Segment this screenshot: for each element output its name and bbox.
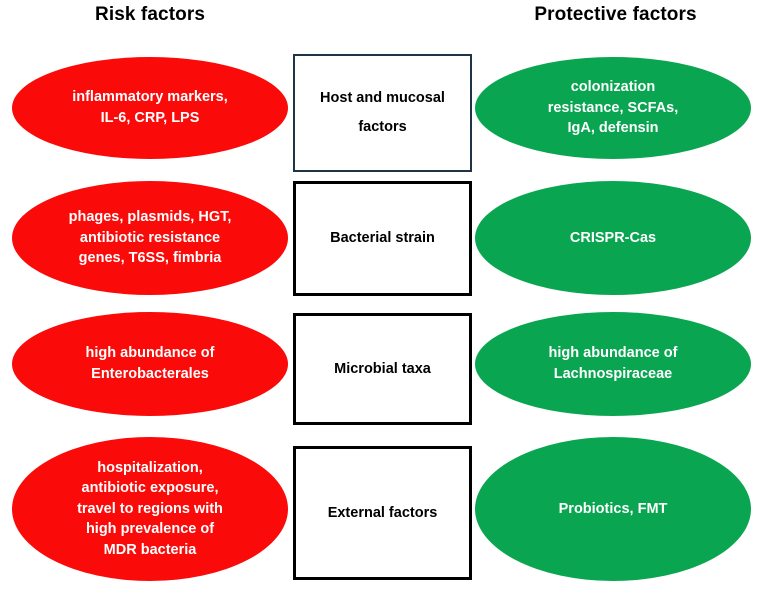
- risk-ellipse-row-3: high abundance of Enterobacterales: [12, 312, 288, 416]
- category-box-microbial-taxa: Microbial taxa: [293, 313, 472, 425]
- protective-ellipse-row-4: Probiotics, FMT: [475, 437, 751, 581]
- protective-ellipse-row-2: CRISPR-Cas: [475, 181, 751, 295]
- protective-ellipse-row-3: high abundance of Lachnospiraceae: [475, 312, 751, 416]
- risk-ellipse-row-1: inflammatory markers, IL-6, CRP, LPS: [12, 57, 288, 159]
- protective-ellipse-row-1-label: colonization resistance, SCFAs, IgA, def…: [547, 79, 679, 137]
- category-box-bacterial-strain: Bacterial strain: [293, 181, 472, 296]
- category-box-row-2-label: Bacterial strain: [330, 230, 435, 246]
- category-box-row-4-label: External factors: [327, 504, 438, 521]
- risk-ellipse-row-1-label: inflammatory markers, IL-6, CRP, LPS: [72, 89, 228, 126]
- risk-ellipse-row-4-label: hospitalization, antibiotic exposure, tr…: [77, 459, 223, 558]
- column-header-protective-factors: Protective factors: [534, 4, 697, 25]
- column-header-risk-factors: Risk factors: [95, 4, 205, 25]
- category-box-host-and-mucosal-factors: Host and mucosal factors: [293, 54, 472, 172]
- protective-ellipse-row-2-label: CRISPR-Cas: [569, 229, 657, 246]
- category-box-row-1-label: Host and mucosal factors: [320, 90, 445, 135]
- protective-ellipse-row-4-label: Probiotics, FMT: [558, 500, 668, 517]
- protective-ellipse-row-1: colonization resistance, SCFAs, IgA, def…: [475, 57, 751, 159]
- risk-ellipse-row-2: phages, plasmids, HGT, antibiotic resist…: [12, 181, 288, 295]
- category-box-row-3-label: Microbial taxa: [334, 360, 431, 377]
- risk-ellipse-row-2-label: phages, plasmids, HGT, antibiotic resist…: [68, 209, 232, 267]
- risk-ellipse-row-4: hospitalization, antibiotic exposure, tr…: [12, 437, 288, 581]
- risk-ellipse-row-3-label: high abundance of Enterobacterales: [85, 345, 215, 382]
- category-box-external-factors: External factors: [293, 446, 472, 580]
- protective-ellipse-row-3-label: high abundance of Lachnospiraceae: [548, 345, 678, 382]
